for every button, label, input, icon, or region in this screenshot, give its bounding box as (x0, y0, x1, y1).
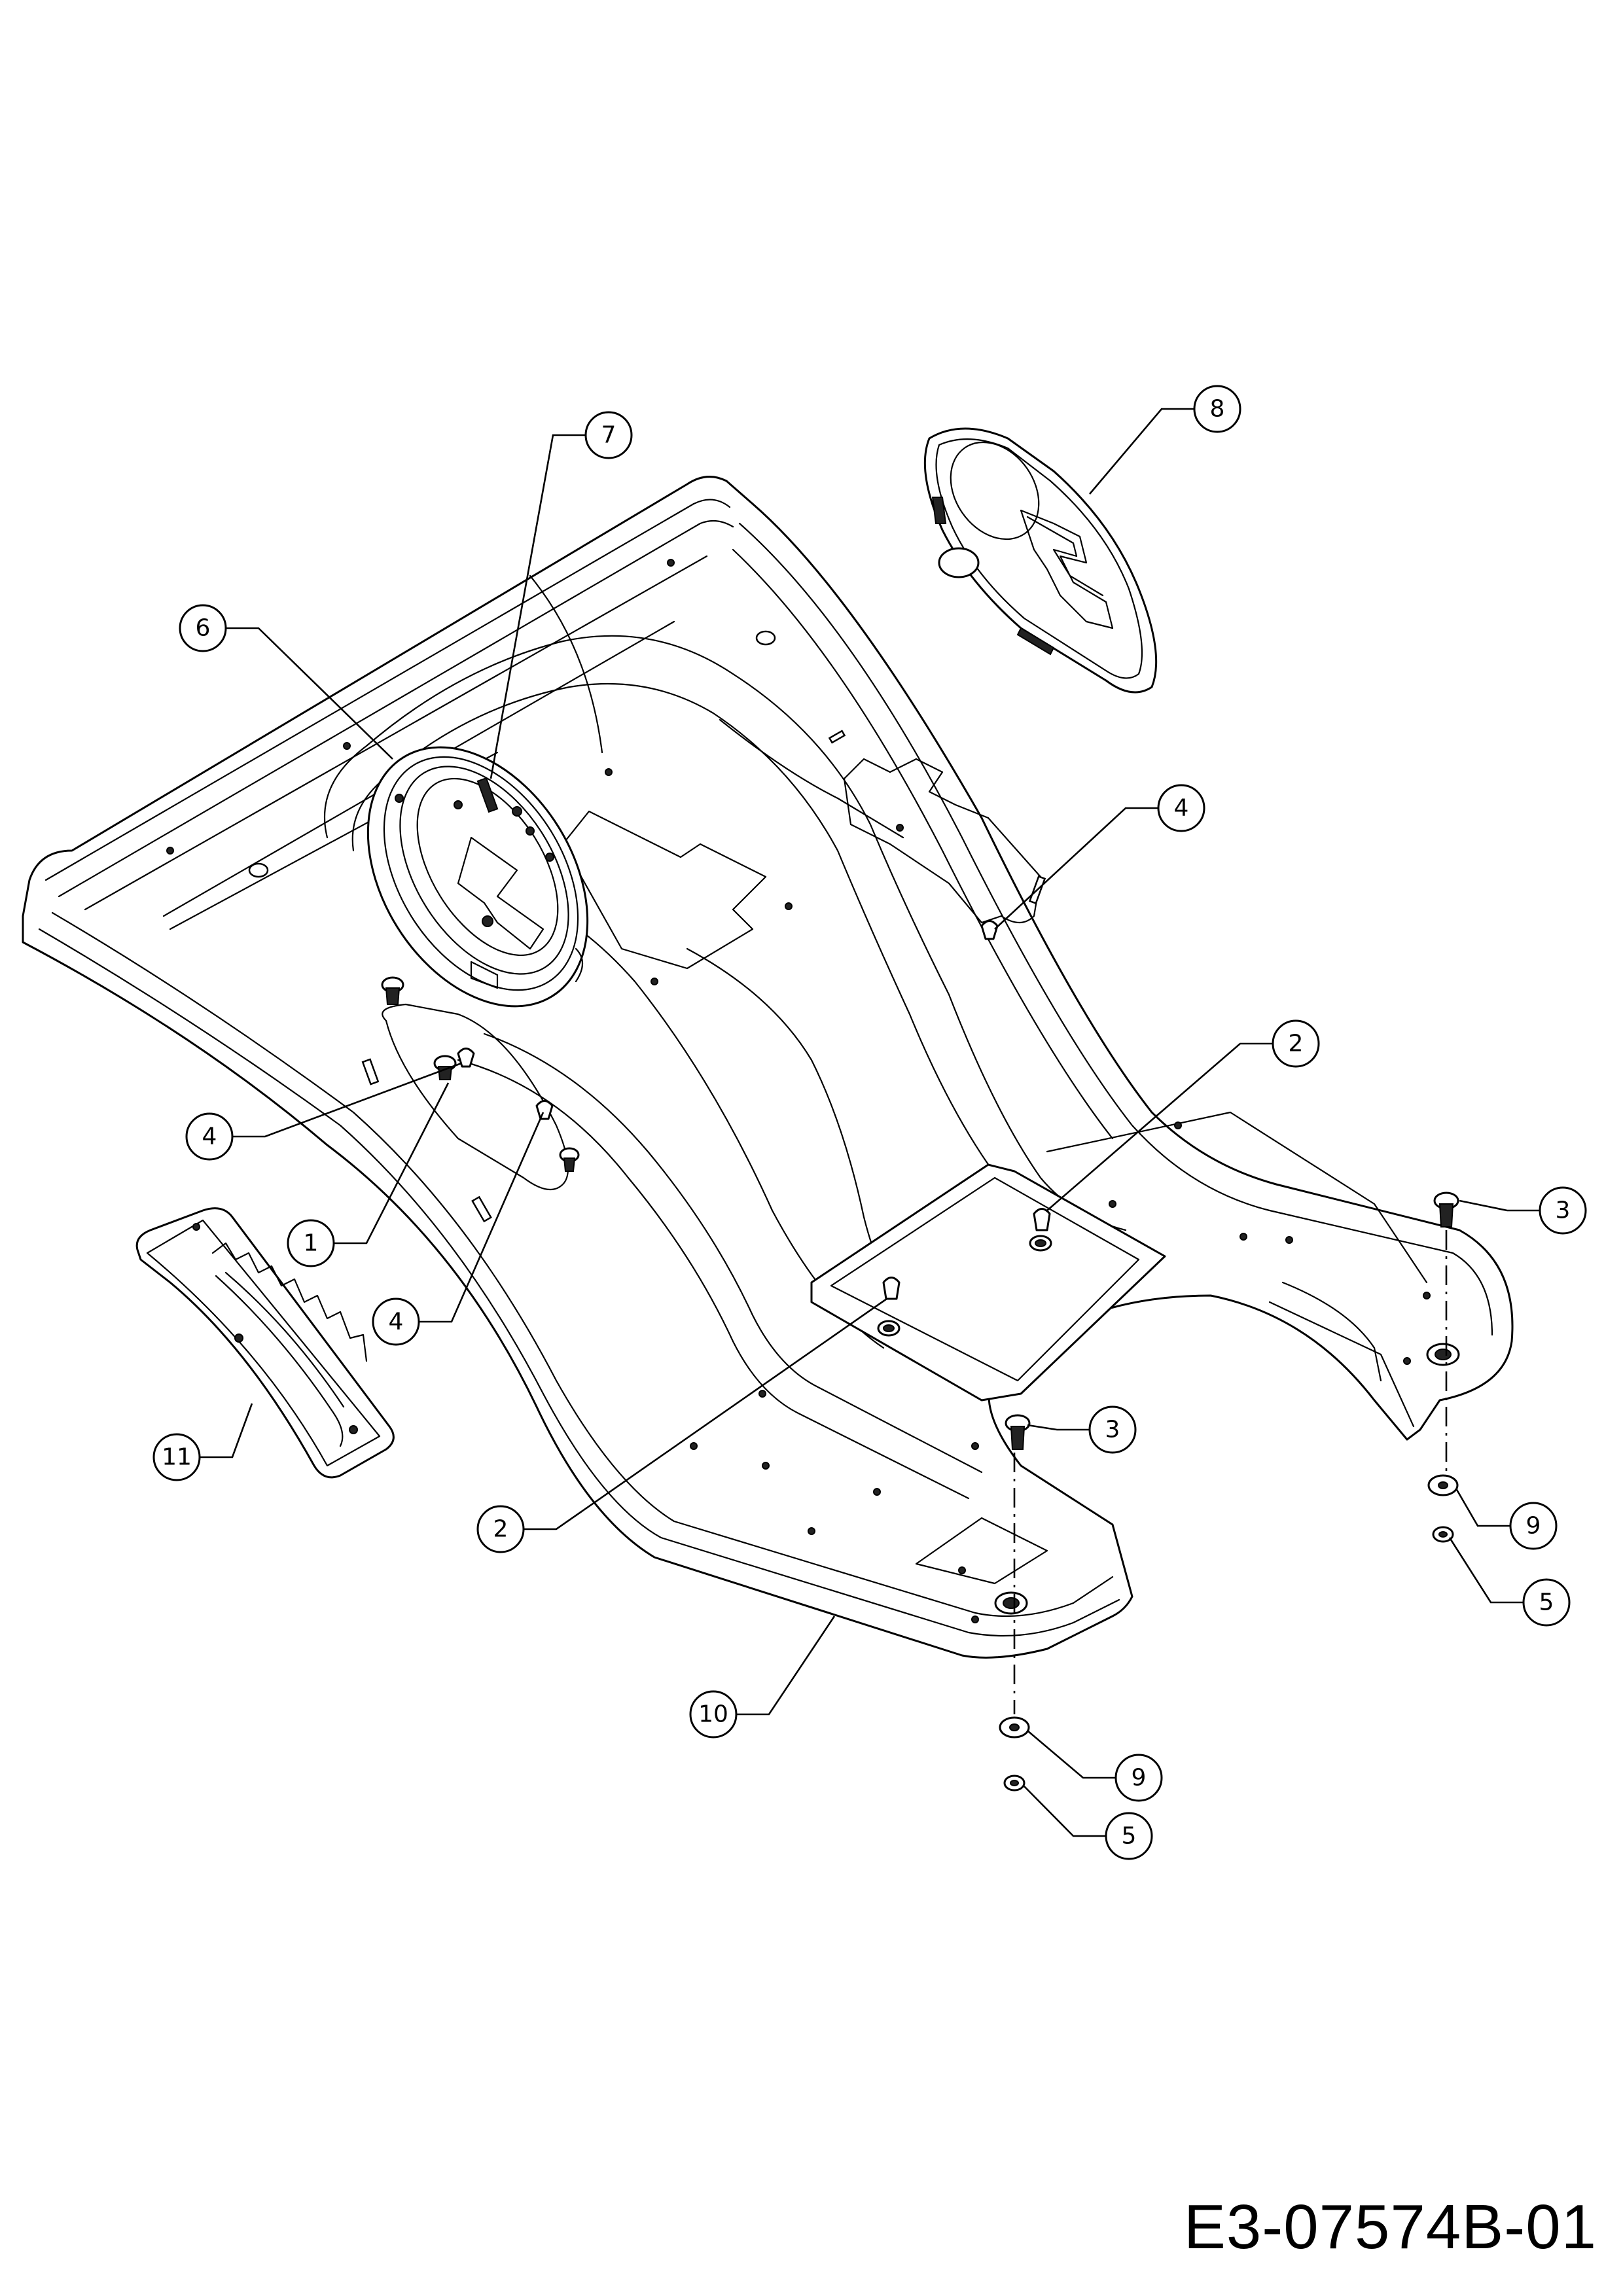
callout-11: 11 (152, 1433, 201, 1481)
callout-4-right: 4 (1157, 784, 1205, 832)
callout-7: 7 (584, 411, 633, 459)
svg-text:2: 2 (493, 1516, 508, 1543)
svg-text:9: 9 (1526, 1513, 1541, 1540)
svg-text:5: 5 (1122, 1823, 1137, 1850)
fender-body (22, 476, 1514, 1659)
callout-1: 1 (287, 1219, 335, 1267)
svg-text:4: 4 (202, 1123, 217, 1150)
slotted-plate (135, 1207, 395, 1479)
callout-4-lower-left: 4 (372, 1298, 420, 1346)
drawing-code: E3-07574B-01 (1183, 2192, 1597, 2262)
callout-9-center: 9 (1115, 1754, 1163, 1802)
callout-10: 10 (689, 1690, 738, 1739)
callout-5-center: 5 (1105, 1812, 1153, 1860)
console-cover (366, 746, 589, 1008)
svg-text:3: 3 (1556, 1197, 1571, 1224)
svg-text:3: 3 (1105, 1417, 1120, 1443)
svg-text:8: 8 (1210, 396, 1225, 423)
callout-2-upper: 2 (1272, 1019, 1320, 1068)
hardware (381, 920, 1459, 1792)
svg-text:7: 7 (601, 422, 616, 449)
svg-text:5: 5 (1539, 1589, 1554, 1616)
callout-8: 8 (1193, 385, 1241, 433)
callout-3-center: 3 (1088, 1405, 1137, 1454)
assembly-axes (1013, 1230, 1448, 1714)
svg-text:6: 6 (196, 615, 211, 642)
svg-text:4: 4 (1174, 795, 1189, 822)
callout-2-lower: 2 (476, 1505, 525, 1553)
svg-text:9: 9 (1132, 1765, 1147, 1792)
callout-3-right: 3 (1539, 1186, 1587, 1235)
leader-lines (200, 408, 1540, 1837)
svg-text:1: 1 (304, 1230, 319, 1257)
separate-cover (923, 427, 1158, 694)
callout-6: 6 (179, 604, 227, 652)
svg-text:2: 2 (1289, 1031, 1304, 1057)
callouts: 6 7 8 4 2 4 1 4 (152, 385, 1587, 1860)
callout-5-right: 5 (1522, 1578, 1571, 1627)
callout-4-upper-left: 4 (185, 1112, 234, 1161)
svg-text:10: 10 (698, 1701, 728, 1728)
callout-9-right: 9 (1509, 1502, 1558, 1550)
svg-text:11: 11 (162, 1444, 192, 1471)
svg-text:4: 4 (389, 1309, 404, 1335)
